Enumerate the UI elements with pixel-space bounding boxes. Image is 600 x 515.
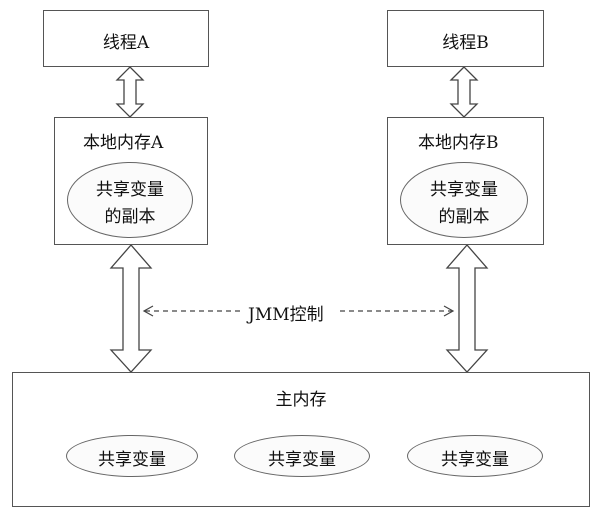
jmm-control-line [142,305,455,317]
thread-a-box: 线程A [43,10,209,67]
main-memory-title: 主内存 [275,390,327,410]
thread-a-label: 线程A [102,33,150,53]
main-shared-var-3: 共享变量 [441,450,509,470]
main-memory-box: 主内存 共享变量 共享变量 共享变量 [12,372,590,507]
local-memory-b-title: 本地内存B [418,133,499,153]
local-b-copy-line2: 的副本 [438,207,490,227]
local-memory-a-box: 本地内存A 共享变量 的副本 [54,117,208,245]
thread-b-label: 线程B [442,33,489,53]
main-shared-var-1: 共享变量 [98,450,166,470]
main-shared-var-ellipse-2: 共享变量 [234,435,370,477]
local-a-shared-copy-ellipse: 共享变量 的副本 [67,162,193,238]
main-shared-var-ellipse-1: 共享变量 [66,435,198,477]
local-a-copy-line2: 的副本 [104,207,156,227]
main-shared-var-2: 共享变量 [268,450,336,470]
local-a-copy-line1: 共享变量 [96,180,164,200]
local-b-copy-line1: 共享变量 [430,180,498,200]
thread-b-box: 线程B [387,10,544,67]
arrow-local-a-main [109,244,153,373]
main-shared-var-ellipse-3: 共享变量 [407,435,543,477]
arrow-thread-b-local-b [449,66,479,118]
jmm-control-label: JMM控制 [248,305,324,325]
local-memory-b-box: 本地内存B 共享变量 的副本 [387,117,544,245]
arrow-thread-a-local-a [115,66,145,118]
arrow-local-b-main [445,244,489,373]
local-b-shared-copy-ellipse: 共享变量 的副本 [400,162,528,238]
local-memory-a-title: 本地内存A [83,133,164,153]
